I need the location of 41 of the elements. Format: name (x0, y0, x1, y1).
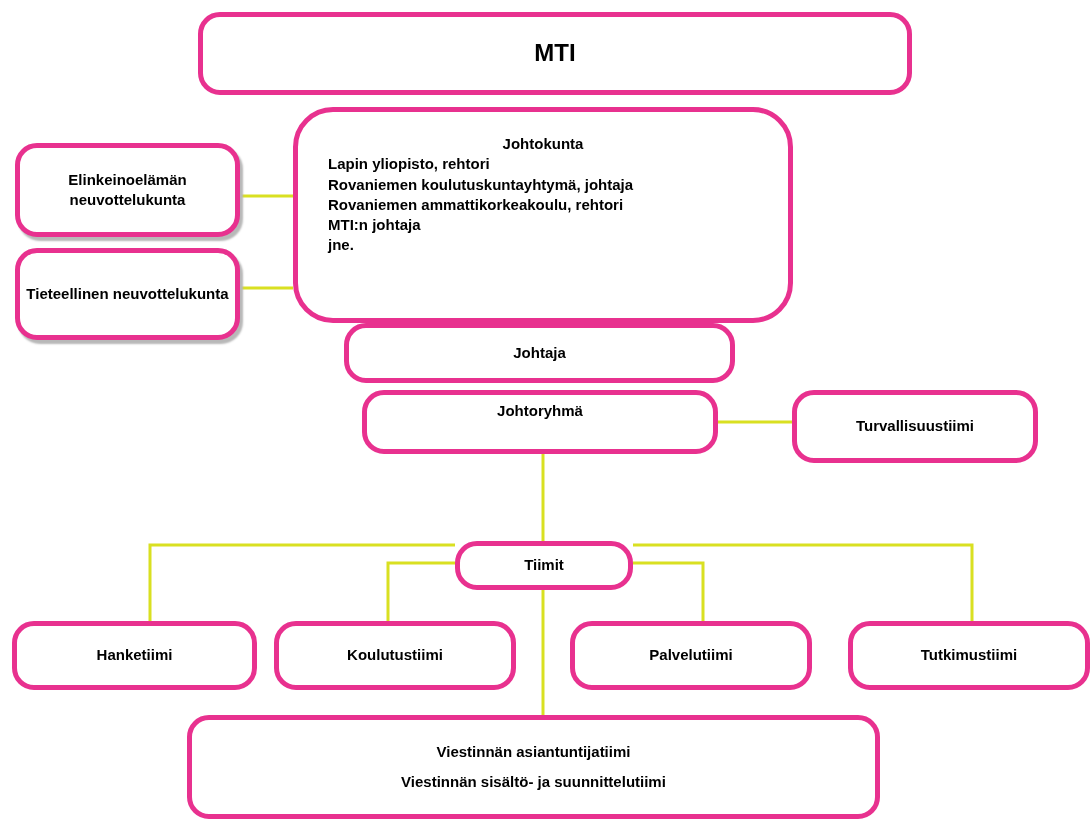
connector-line (633, 561, 705, 621)
box-label: Viestinnän asiantuntijatiimi (436, 741, 631, 762)
box-label: Turvallisuustiimi (855, 416, 975, 437)
member-line: Rovaniemen koulutuskuntayhtymä, johtaja (328, 174, 635, 195)
box-label: Elinkeinoelämän neuvottelukunta (67, 169, 188, 210)
org-box (198, 12, 912, 95)
org-box (293, 107, 793, 323)
org-box (12, 621, 257, 690)
org-box (362, 390, 718, 454)
box-label: MTI (534, 38, 576, 69)
member-line: MTI:n johtaja (328, 215, 422, 235)
box-label: Tieteellinen neuvottelukunta (26, 283, 229, 304)
org-box (848, 621, 1090, 690)
box-label: Johtoryhmä (497, 400, 583, 421)
connector-line (386, 561, 455, 621)
org-box (570, 621, 812, 690)
heading: Johtokunta (501, 134, 585, 154)
org-box (344, 323, 735, 383)
org-box (187, 715, 880, 819)
box-label: Palvelutiimi (649, 645, 733, 666)
org-box (792, 390, 1038, 463)
connector-line (148, 543, 455, 621)
box-label: Viestinnän sisältö- ja suunnittelutiimi (401, 772, 666, 792)
org-box (455, 541, 633, 590)
member-line: Rovaniemen ammattikorkeakoulu, rehtori (328, 194, 625, 215)
box-label: Tiimit (524, 555, 564, 576)
member-line: jne. (328, 235, 355, 256)
org-box (274, 621, 516, 690)
box-label: Johtaja (513, 342, 566, 363)
box-label: Koulutustiimi (347, 645, 443, 666)
connector-line (240, 194, 293, 198)
connector-line (541, 454, 545, 541)
org-box (15, 248, 240, 340)
member-line: Lapin yliopisto, rehtori (328, 154, 491, 175)
connector-line (718, 420, 792, 424)
connector-line (633, 543, 974, 621)
connector-line (240, 286, 293, 290)
box-label: Tutkimustiimi (920, 645, 1018, 666)
connector-line (541, 590, 545, 715)
box-label: Hanketiimi (96, 645, 173, 666)
org-box (15, 143, 240, 237)
